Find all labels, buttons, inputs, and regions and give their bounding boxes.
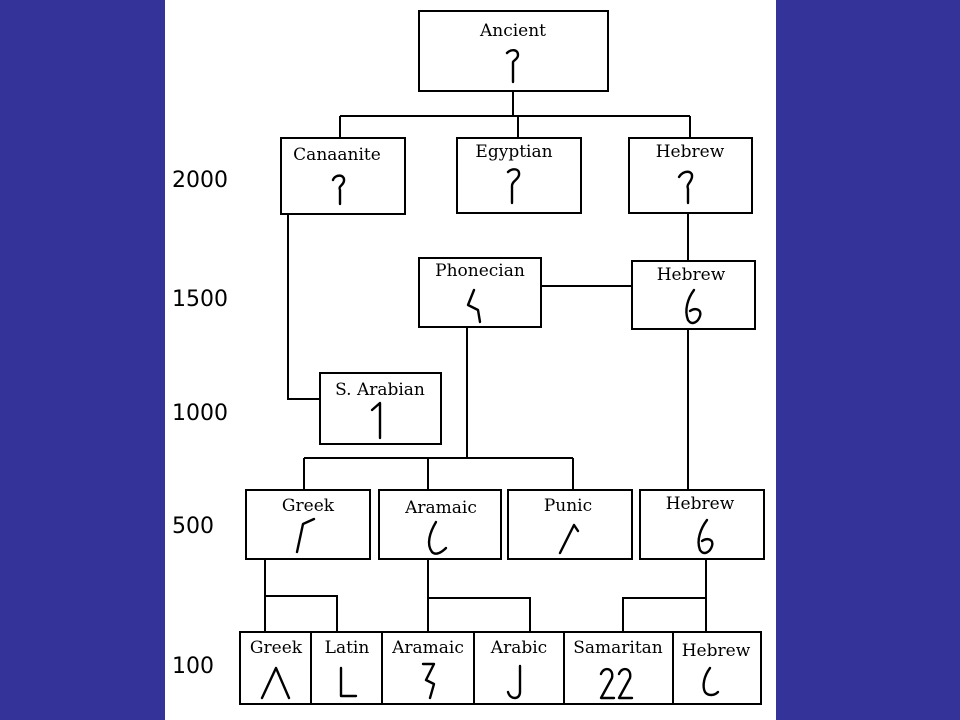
node-label: Egyptian	[475, 142, 552, 162]
connectors	[264, 91, 707, 632]
node-aramaic-100: Aramaic	[381, 631, 475, 705]
year-label-1500: 1500	[172, 287, 228, 312]
egyptian-resh-glyph-icon	[506, 168, 521, 205]
hebrew-lamed-glyph-icon	[702, 666, 720, 697]
node-aramaic-500: Aramaic	[378, 489, 502, 560]
node-label: Hebrew	[682, 641, 751, 661]
hebrew-lamed-glyph-icon	[697, 518, 714, 555]
greek-gamma-glyph-icon	[295, 517, 316, 554]
node-label: Canaanite	[293, 145, 381, 165]
s-arabian-glyph-icon	[370, 401, 382, 440]
timeline: 2000 1500 1000 500 100	[172, 168, 228, 679]
year-label-500: 500	[172, 514, 214, 539]
year-label-100: 100	[172, 654, 214, 679]
phoenecian-lamed-glyph-icon	[466, 288, 482, 324]
punic-glyph-icon	[558, 523, 580, 555]
node-arabic: Arabic	[473, 631, 565, 705]
year-label-2000: 2000	[172, 168, 228, 193]
node-canaanite: Canaanite	[280, 137, 406, 215]
hebrew-resh-glyph-icon	[677, 170, 694, 205]
node-label: Greek	[250, 638, 303, 658]
year-label-1000: 1000	[172, 401, 228, 426]
node-hebrew-500: Hebrew	[639, 489, 765, 560]
node-punic: Punic	[507, 489, 633, 560]
node-label: Punic	[544, 496, 592, 516]
node-s-arabian: S. Arabian	[319, 372, 442, 445]
node-greek-500: Greek	[245, 489, 371, 560]
greek-lambda-glyph-icon	[260, 666, 291, 700]
aramaic-lamed-glyph-icon	[421, 662, 436, 700]
arabic-lam-glyph-icon	[506, 664, 522, 700]
hebrew-lamed-glyph-icon	[685, 288, 702, 325]
node-label: Arabic	[490, 638, 547, 658]
node-samaritan: Samaritan	[563, 631, 674, 705]
node-ancient: Ancient	[418, 10, 609, 92]
node-label: Samaritan	[573, 638, 663, 658]
node-label: Phonecian	[435, 261, 525, 281]
node-label: Hebrew	[666, 494, 735, 514]
aramaic-lamed-glyph-icon	[427, 520, 448, 555]
diagram-panel	[165, 0, 776, 720]
node-hebrew-100: Hebrew	[672, 631, 762, 705]
connector-greek-to-latin	[265, 595, 338, 632]
node-label: Latin	[325, 638, 370, 658]
samaritan-glyph-icon	[599, 667, 634, 700]
node-label: Ancient	[479, 21, 546, 41]
ancient-resh-glyph-icon	[505, 49, 520, 84]
node-greek-100: Greek	[239, 631, 312, 705]
node-latin: Latin	[310, 631, 383, 705]
node-hebrew-1500: Hebrew	[631, 260, 756, 330]
node-phoenecian: Phonecian	[418, 257, 542, 328]
nodes: Ancient Canaanite Egyptian Hebrew Phonec…	[239, 10, 765, 705]
latin-l-glyph-icon	[339, 666, 358, 698]
node-label: Greek	[282, 496, 335, 516]
node-label: Hebrew	[656, 142, 725, 162]
canaanite-resh-glyph-icon	[331, 174, 346, 206]
node-label: Hebrew	[657, 265, 726, 285]
connector-aramaic-to-arabic	[428, 597, 531, 632]
node-label: S. Arabian	[335, 380, 425, 400]
connector-hebrew-to-samaritan	[622, 597, 706, 632]
connector-canaanite-s-arabian	[287, 214, 320, 400]
node-label: Aramaic	[404, 498, 477, 518]
node-label: Aramaic	[391, 638, 464, 658]
node-hebrew-2000: Hebrew	[628, 137, 753, 214]
node-egyptian: Egyptian	[456, 137, 582, 214]
